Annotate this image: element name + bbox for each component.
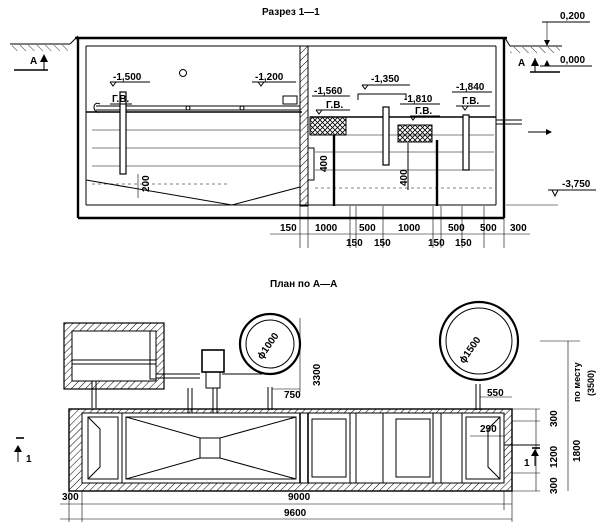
well-1: ϕ1000 (238, 312, 302, 376)
svg-text:500: 500 (448, 223, 465, 234)
bottom-dimensions: 150 1000 500 1000 500 500 300 150 150 15… (270, 206, 530, 249)
svg-text:1: 1 (524, 458, 530, 469)
svg-text:-1,810: -1,810 (404, 94, 433, 105)
svg-text:750: 750 (284, 390, 301, 401)
svg-text:150: 150 (455, 238, 472, 249)
elevation-chamber2-in: -1,560 Г.В. (312, 86, 350, 115)
svg-text:550: 550 (487, 388, 504, 399)
svg-text:Г.В.: Г.В. (415, 106, 432, 117)
svg-text:Г.В.: Г.В. (112, 94, 129, 105)
svg-text:-1,200: -1,200 (255, 72, 284, 83)
cut-marker-left: А (14, 54, 48, 71)
elevation-inlet: -1,500 Г.В. (109, 72, 150, 105)
outlet-pipe (496, 119, 552, 135)
svg-text:9000: 9000 (288, 492, 311, 503)
svg-text:ϕ1500: ϕ1500 (457, 335, 483, 366)
svg-text:0,000: 0,000 (560, 55, 585, 66)
plan-dimensions: 3300 750 550 290 300 1200 300 1800 по ме (60, 318, 596, 522)
svg-text:150: 150 (346, 238, 363, 249)
svg-text:-3,750: -3,750 (562, 179, 591, 190)
elevation-partition1: -1,200 (252, 72, 296, 87)
plan-title: План по А—А (270, 279, 337, 290)
svg-text:400: 400 (399, 169, 410, 186)
svg-text:3300: 3300 (312, 363, 323, 386)
svg-text:150: 150 (374, 238, 391, 249)
svg-text:150: 150 (428, 238, 445, 249)
tank-walls (75, 36, 507, 220)
svg-text:500: 500 (480, 223, 497, 234)
inner-dimensions: 200 400 400 (137, 155, 410, 198)
svg-text:290: 290 (480, 424, 497, 435)
svg-text:Г.В.: Г.В. (326, 100, 343, 111)
elevation-chamber2-top: -1,350 (357, 74, 410, 100)
svg-text:А: А (30, 56, 37, 67)
svg-text:-1,500: -1,500 (113, 72, 142, 83)
plan-cut-marker-left: 1 (14, 437, 32, 465)
svg-text:400: 400 (319, 155, 330, 172)
elevation-ground: 0,200 (542, 11, 590, 46)
inlet-pipe (93, 95, 300, 113)
inlet-baffle (119, 91, 127, 175)
filter-block-1 (309, 116, 347, 136)
section-title: Разрез 1—1 (262, 7, 320, 18)
section-view: Разрез 1—1 (10, 7, 596, 249)
svg-text:1800: 1800 (572, 439, 583, 462)
pre-chamber (63, 322, 165, 390)
partition-wall-1 (299, 45, 309, 207)
inspection-hole-icon (179, 69, 187, 77)
svg-text:300: 300 (549, 477, 560, 494)
svg-text:1: 1 (26, 454, 32, 465)
svg-text:500: 500 (359, 223, 376, 234)
svg-text:300: 300 (510, 223, 527, 234)
main-tank-plan (68, 408, 513, 492)
svg-text:200: 200 (141, 175, 152, 192)
svg-text:300: 300 (549, 410, 560, 427)
filter-block-2 (397, 124, 433, 143)
elevation-outlet: -1,840 Г.В. (452, 82, 492, 111)
svg-text:150: 150 (280, 223, 297, 234)
svg-text:Г.В.: Г.В. (462, 96, 479, 107)
svg-text:-1,840: -1,840 (456, 82, 485, 93)
svg-text:1000: 1000 (398, 223, 421, 234)
svg-text:-1,560: -1,560 (314, 86, 343, 97)
ground-surface (10, 35, 562, 53)
svg-text:ϕ1000: ϕ1000 (255, 331, 281, 362)
svg-text:0,200: 0,200 (560, 11, 585, 22)
cut-marker-right: А (518, 58, 560, 73)
svg-text:А: А (518, 58, 525, 69)
svg-text:-1,350: -1,350 (371, 74, 400, 85)
svg-text:1200: 1200 (549, 445, 560, 468)
elevation-chamber3: -1,810 Г.В. (400, 94, 440, 121)
partition-opening (307, 147, 315, 181)
elevation-zero: 0,000 (540, 55, 592, 67)
svg-text:по месту: по месту (572, 362, 582, 402)
svg-text:1000: 1000 (315, 223, 338, 234)
plan-view: План по А—А (14, 279, 596, 522)
well-2: ϕ1500 (438, 300, 520, 382)
water-surface-1 (86, 111, 302, 185)
svg-text:(3500): (3500) (586, 370, 596, 396)
svg-text:300: 300 (62, 492, 79, 503)
baffle-2 (382, 106, 390, 166)
elevation-bottom: -3,750 (506, 179, 596, 206)
outlet-baffle (462, 114, 470, 171)
svg-text:9600: 9600 (284, 508, 307, 519)
hopper-bottom (85, 179, 301, 206)
